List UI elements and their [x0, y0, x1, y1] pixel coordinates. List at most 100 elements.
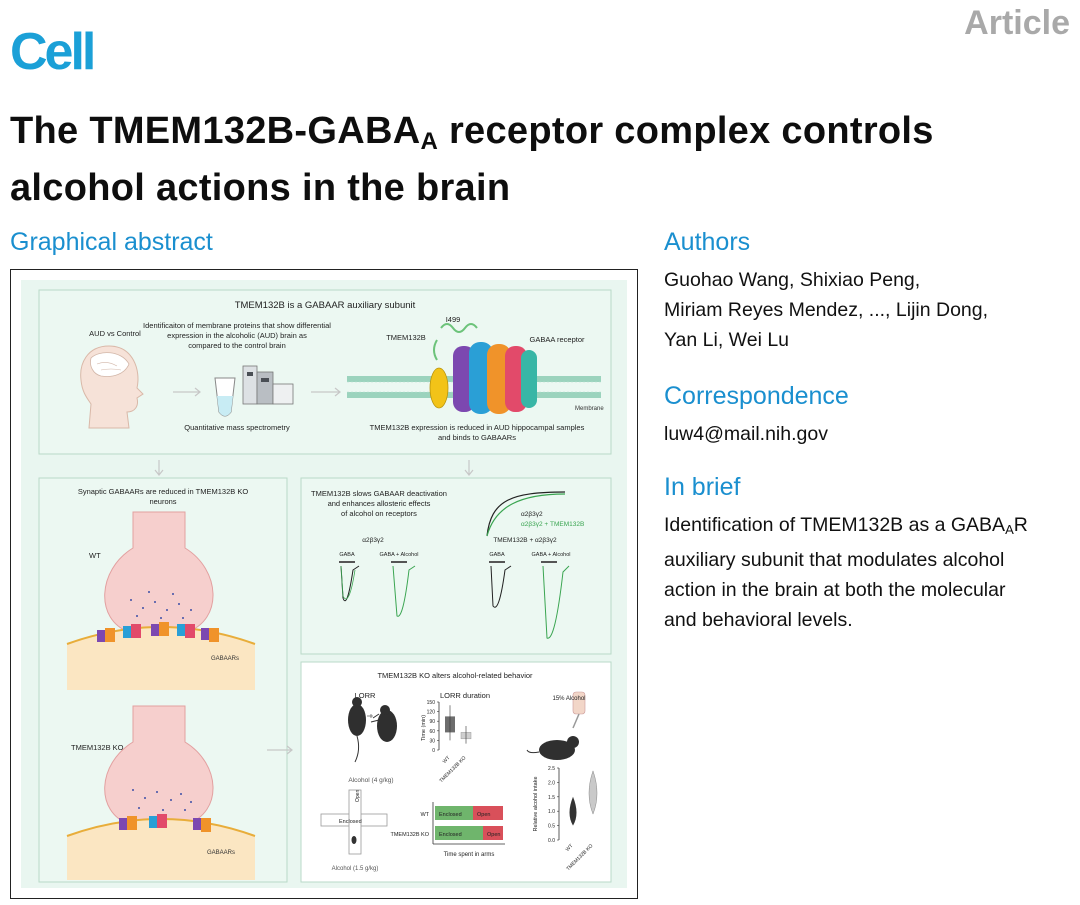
graphical-abstract-figure: TMEM132B is a GABAAR auxiliary subunit A…: [10, 269, 638, 899]
head-illustration: [80, 345, 144, 429]
box-x-label: WT: [442, 755, 452, 765]
expr-line2: and binds to GABAARs: [438, 433, 516, 442]
graphical-abstract-heading: Graphical abstract: [10, 228, 213, 256]
deactivation-curves: [486, 491, 566, 537]
violin-wt: [569, 796, 577, 826]
graphical-abstract-svg: TMEM132B is a GABAAR auxiliary subunit A…: [38, 289, 612, 883]
authors-line: Yan Li, Wei Lu: [664, 329, 790, 351]
violin-ko: [588, 770, 598, 815]
ko-synapse-label: TMEM132B KO: [71, 743, 124, 752]
brief-text: Identification of TMEM132B as a GABA: [664, 514, 1006, 536]
time-in-arms-chart: [432, 802, 505, 845]
ms-label: Quantitative mass spectrometry: [184, 423, 290, 432]
in-brief-text: Identification of TMEM132B as a GABAAR a…: [664, 510, 1074, 635]
maze-enclosed: Enclosed: [339, 819, 362, 825]
correspondence-heading: Correspondence: [664, 382, 849, 410]
box-y-tick-label: 150: [427, 700, 436, 706]
brief-text: R: [1013, 514, 1028, 536]
ident-line3: compared to the control brain: [188, 341, 286, 350]
box-y-axis-label: Time (min): [421, 715, 427, 741]
correspondence-email[interactable]: luw4@mail.nih.gov: [664, 423, 828, 445]
ident-line1: Identificaiton of membrane proteins that…: [143, 321, 331, 330]
aud-label: AUD vs Control: [89, 329, 141, 338]
violin-y-tick-label: 0.5: [548, 824, 555, 830]
rt-title-line2: and enhances allosteric effects: [328, 499, 431, 508]
plus-maze-illustration: [320, 789, 388, 855]
ko-enclosed-bar: [435, 826, 483, 840]
wt-enclosed-label: Enclosed: [439, 812, 462, 818]
top-panel-title: TMEM132B is a GABAAR auxiliary subunit: [235, 300, 416, 311]
box-y-tick-label: 120: [427, 710, 436, 716]
legend-a2b3g2: α2β3γ2: [521, 511, 543, 518]
brief-line: and behavioral levels.: [664, 609, 853, 631]
lorr-label: LORR: [355, 691, 376, 700]
title-subscript: A: [420, 128, 439, 155]
alcohol-dose-1: Alcohol (4 g/kg): [348, 777, 393, 784]
gaba-label-1: GABA: [339, 552, 355, 558]
article-type-label: Article: [964, 4, 1070, 42]
arrow-down-icon: [154, 460, 164, 476]
brief-line: Identification of TMEM132B as a GABAAR: [664, 510, 1074, 545]
mice-illustration: [348, 697, 397, 763]
alcohol-pct-label: 15% Alcohol: [552, 696, 585, 702]
gaba-alcohol-label-1: GABA + Alcohol: [380, 552, 419, 558]
group-tmem-a2b3g2: TMEM132B + α2β3γ2: [493, 537, 557, 544]
box-y-tick-label: 0: [432, 748, 435, 754]
right-top-panel-box: [300, 477, 612, 655]
violin-y-tick-label: 0.0: [548, 838, 555, 844]
arrow-right-icon: [311, 387, 341, 397]
maze-ko-label: TMEM132B KO: [390, 832, 429, 838]
legend-a2b3g2-tmem: α2β3γ2 + TMEM132B: [521, 521, 584, 528]
rb-title: TMEM132B KO alters alcohol-related behav…: [377, 671, 533, 680]
left-title-line1: Synaptic GABAARs are reduced in TMEM132B…: [78, 487, 249, 496]
in-brief-heading: In brief: [664, 473, 741, 501]
violin-y-tick-label: 1.5: [548, 795, 555, 801]
ident-line2: expression in the alcoholic (AUD) brain …: [167, 331, 307, 340]
wt-synapse-illustration: [66, 511, 256, 690]
group-a2b3g2: α2β3γ2: [362, 537, 384, 544]
mass-spec-illustration: [214, 365, 294, 417]
maze-open: Open: [355, 790, 361, 802]
authors-line: Guohao Wang, Shixiao Peng,: [664, 269, 921, 291]
title-part1: The TMEM132B-GABA: [10, 110, 421, 152]
authors-line: Miriam Reyes Mendez, ..., Lijin Dong,: [664, 299, 989, 321]
ko-enclosed-label: Enclosed: [439, 832, 462, 838]
brief-line: auxiliary subunit that modulates alcohol: [664, 549, 1005, 571]
authors-heading: Authors: [664, 228, 751, 256]
wt-open-bar: [473, 806, 503, 820]
box-y-tick-label: 60: [429, 729, 435, 735]
expr-line1: TMEM132B expression is reduced in AUD hi…: [370, 423, 585, 432]
left-title-line2: neurons: [149, 497, 176, 506]
rt-title-line3: of alcohol on receptors: [341, 509, 417, 518]
violin-x-label: WT: [565, 843, 575, 853]
violin-y-axis-label: Relative alcohol intake: [533, 776, 539, 831]
wt-open-label: Open: [477, 812, 490, 818]
gaba-alcohol-label-2: GABA + Alcohol: [532, 552, 571, 558]
current-traces: [339, 561, 570, 639]
maze-wt-label: WT: [420, 812, 429, 818]
article-title: The TMEM132B-GABAA receptor complex cont…: [10, 108, 1070, 211]
membrane-label: Membrane: [575, 406, 604, 412]
violin-y-tick-label: 2.0: [548, 780, 555, 786]
ko-open-label: Open: [487, 832, 500, 838]
alcohol-dose-2: Alcohol (1.5 g/kg): [332, 866, 379, 872]
arrow-right-icon: [267, 745, 293, 755]
box-y-tick-label: 90: [429, 719, 435, 725]
i499-label: I499: [446, 315, 461, 324]
arrow-down-icon: [464, 460, 474, 476]
tmem132b-label: TMEM132B: [386, 333, 426, 342]
ko-synapse-illustration: [66, 705, 256, 880]
cell-journal-logo: Cell: [10, 23, 96, 81]
wt-enclosed-bar: [435, 806, 473, 820]
lorr-duration-label: LORR duration: [440, 691, 490, 700]
authors-list: Guohao Wang, Shixiao Peng, Miriam Reyes …: [664, 265, 1074, 355]
rt-title-line1: TMEM132B slows GABAAR deactivation: [311, 489, 447, 498]
ko-open-bar: [483, 826, 503, 840]
time-arms-label: Time spent in arms: [444, 852, 495, 858]
authors-section: Authors Guohao Wang, Shixiao Peng, Miria…: [664, 228, 1074, 355]
arrow-right-icon: [173, 387, 201, 397]
gaba-label-2: GABA: [489, 552, 505, 558]
wt-gabars-label: GABAARs: [211, 656, 239, 662]
box-y-tick-label: 30: [429, 738, 435, 744]
graphical-abstract-canvas: TMEM132B is a GABAAR auxiliary subunit A…: [21, 280, 627, 888]
